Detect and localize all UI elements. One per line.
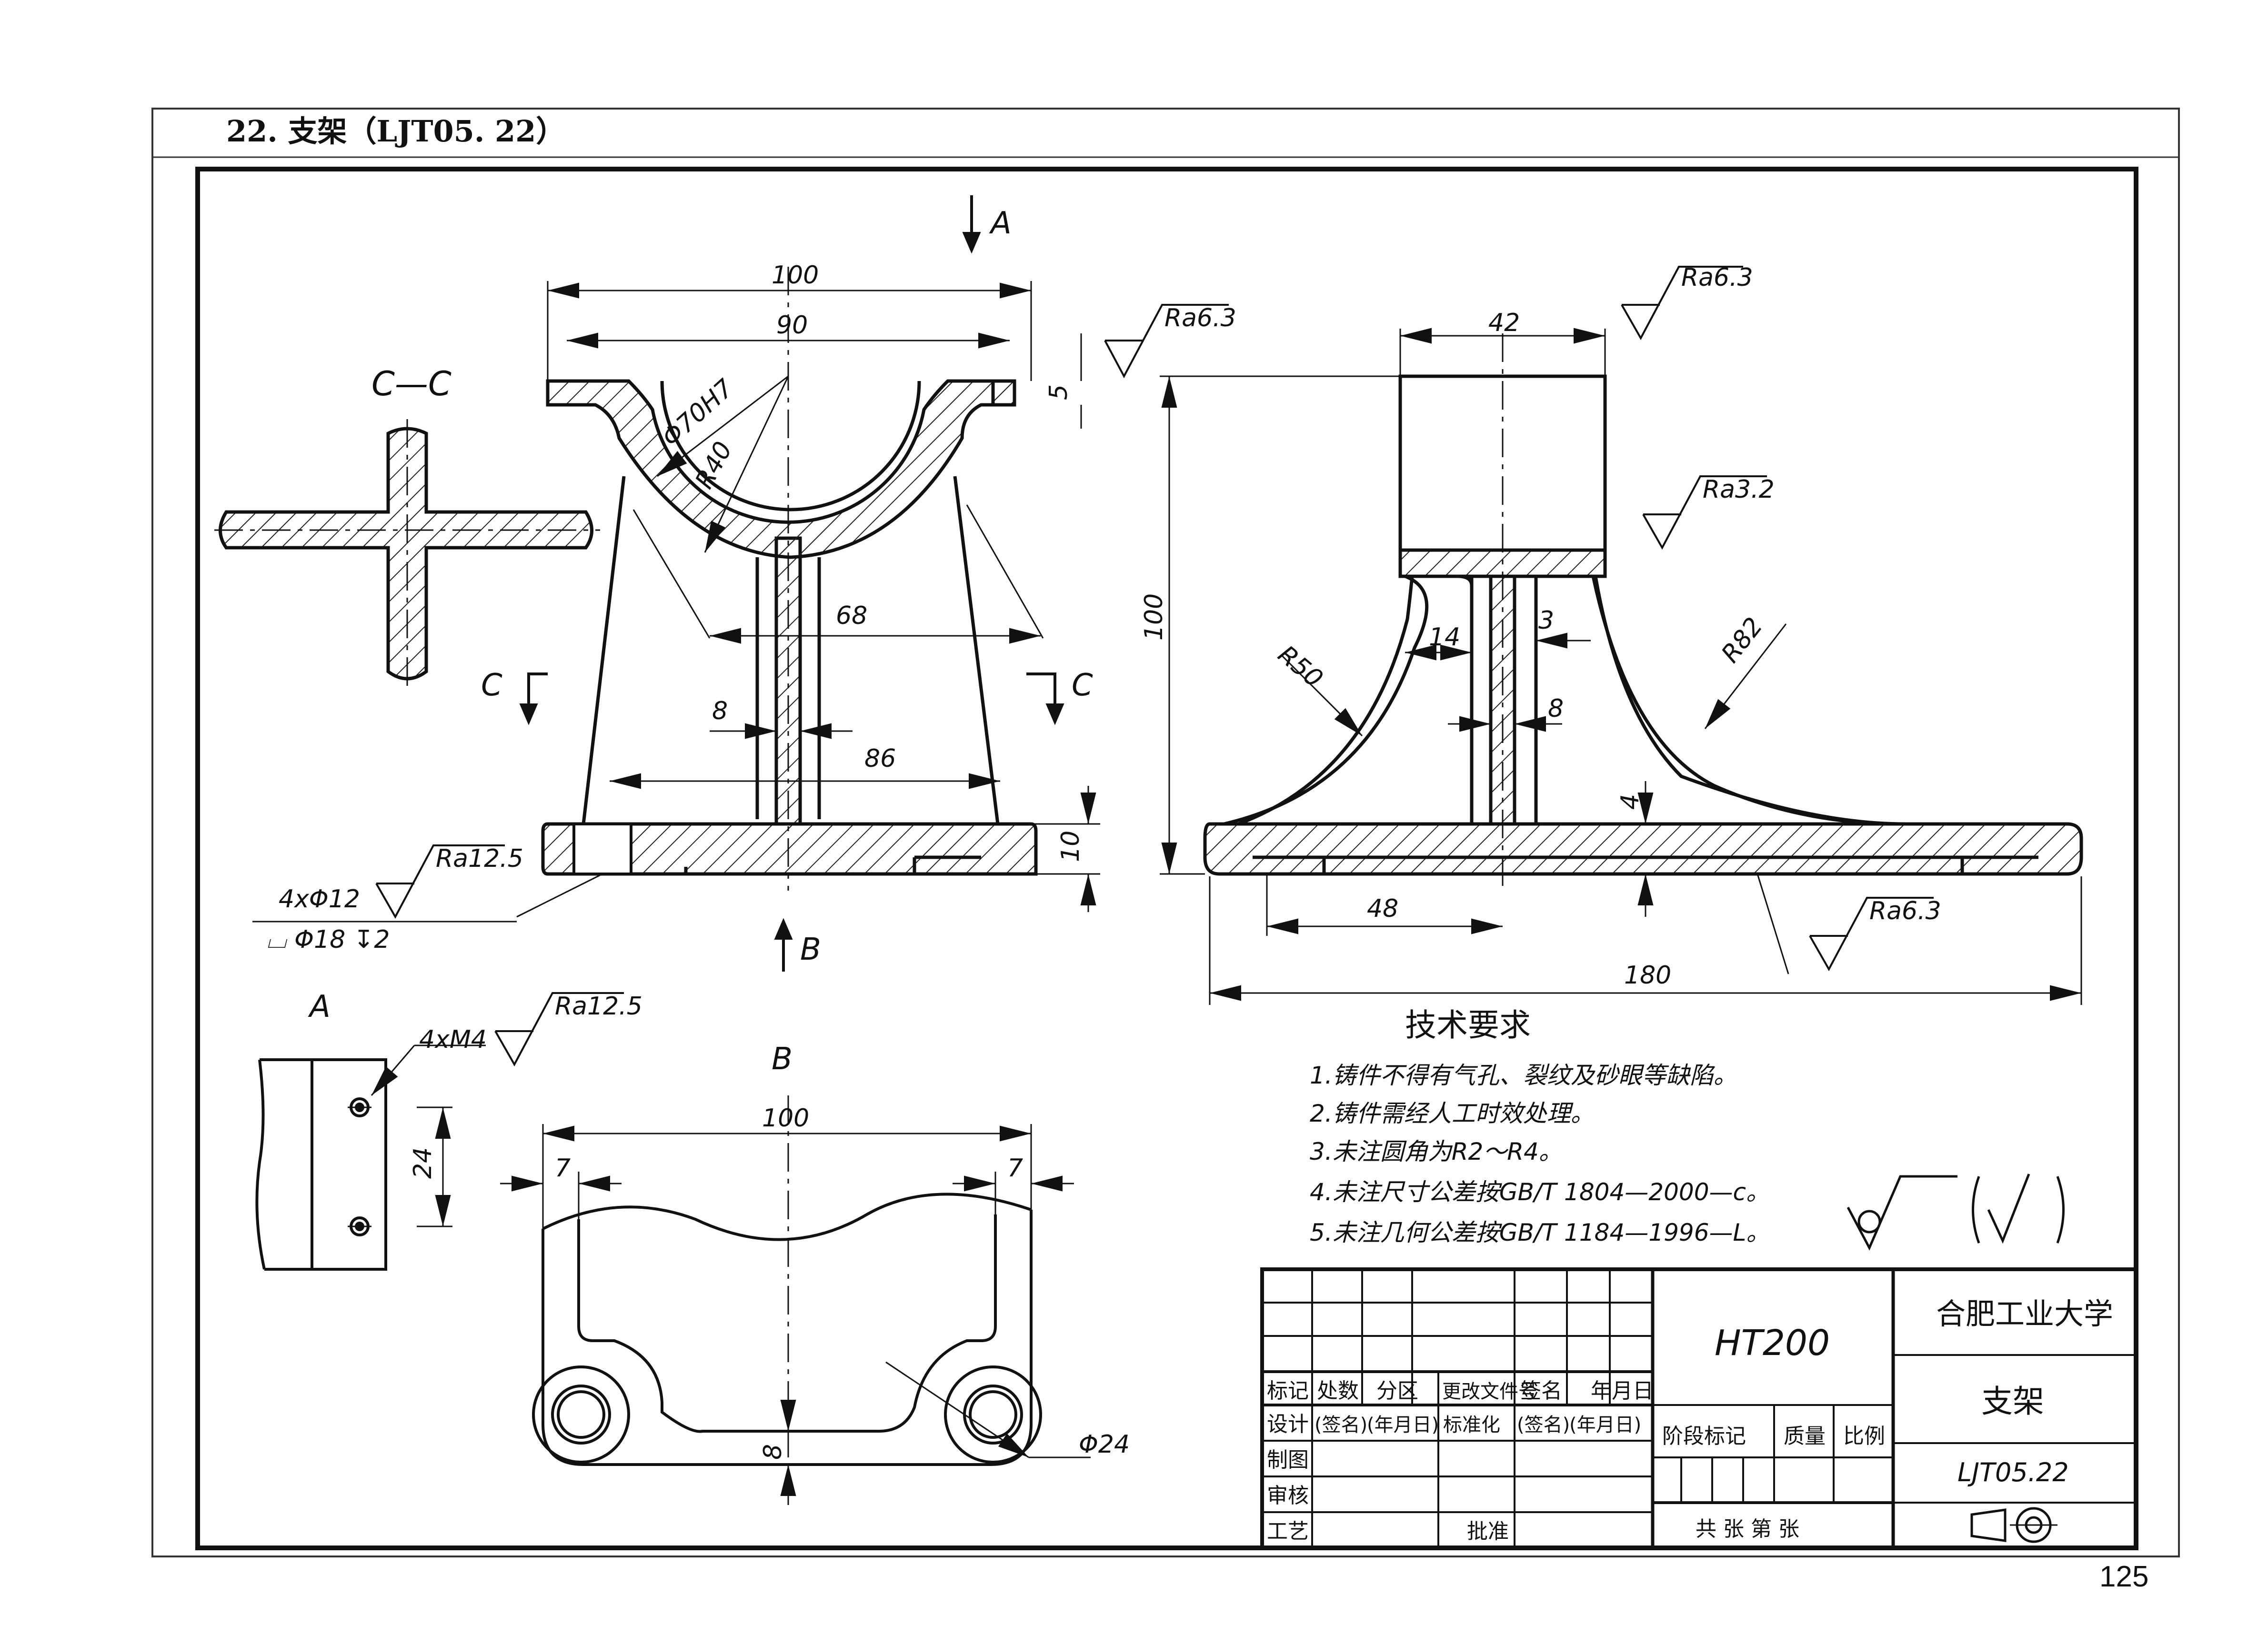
section-markers bbox=[519, 195, 1064, 972]
tb-label-count: 处数 bbox=[1317, 1379, 1359, 1403]
dim-front-90: 90 bbox=[776, 311, 808, 340]
dim-side-48: 48 bbox=[1367, 894, 1398, 923]
ra-holes: Ra12.5 bbox=[436, 844, 523, 873]
dim-side-8: 8 bbox=[1548, 694, 1564, 723]
dim-view-b-left: 7 bbox=[555, 1154, 571, 1183]
ra-side-bottom: Ra6.3 bbox=[1869, 897, 1941, 925]
tech-req-item-2: 2.铸件需经人工时效处理。 bbox=[1310, 1100, 1595, 1127]
dim-view-a-pitch: 24 bbox=[409, 1147, 437, 1179]
tb-label-mark: 标记 bbox=[1267, 1379, 1309, 1403]
front-dims bbox=[252, 281, 1100, 923]
projection-symbol bbox=[1970, 1507, 2057, 1543]
tech-req-item-1: 1.铸件不得有气孔、裂纹及砂眼等缺陷。 bbox=[1310, 1062, 1737, 1089]
tb-sheets: 共 张 第 张 bbox=[1696, 1517, 1799, 1541]
drawing-border bbox=[195, 167, 2138, 1550]
dim-view-b-width: 100 bbox=[762, 1104, 809, 1133]
general-roughness bbox=[1847, 1174, 2065, 1251]
roughness-text: Ra6.3 Ra6.3 Ra3.2 Ra12.5 Ra12.5 Ra6.3 bbox=[436, 263, 1941, 1021]
tb-standard-sign: (签名) bbox=[1517, 1414, 1570, 1436]
dim-flange-thk: 5 bbox=[1044, 384, 1073, 400]
tb-scale: 比例 bbox=[1843, 1424, 1885, 1448]
tb-stage: 阶段标记 bbox=[1662, 1424, 1746, 1448]
tb-school: 合肥工业大学 bbox=[1936, 1296, 2113, 1331]
dim-side-4: 4 bbox=[1616, 794, 1645, 810]
tech-req-item-5: 5.未注几何公差按GB/T 1184—1996—L。 bbox=[1310, 1219, 1770, 1246]
cut-c-left-label: C bbox=[481, 668, 502, 703]
dim-base-thk: 10 bbox=[1056, 831, 1085, 862]
tb-design-sign: (签名) bbox=[1315, 1414, 1367, 1436]
dim-side-r82: R82 bbox=[1716, 612, 1768, 668]
view-a-label: A bbox=[308, 989, 331, 1024]
tb-label-sign: 签名 bbox=[1520, 1379, 1562, 1403]
ra-view-a: Ra12.5 bbox=[555, 992, 642, 1021]
view-a-dims bbox=[371, 1044, 486, 1227]
dim-holes: 4xΦ12 bbox=[279, 885, 360, 913]
tb-process: 工艺 bbox=[1267, 1519, 1309, 1544]
side-view bbox=[1203, 333, 2083, 891]
view-b bbox=[532, 1193, 1042, 1466]
view-a bbox=[255, 1058, 387, 1271]
dim-front-100: 100 bbox=[772, 261, 819, 290]
ra-top-flange: Ra6.3 bbox=[1164, 304, 1236, 332]
tb-label-doc: 更改文件号 bbox=[1442, 1381, 1537, 1403]
dim-side-14: 14 bbox=[1429, 623, 1460, 652]
dim-side-180: 180 bbox=[1624, 961, 1671, 990]
dim-side-100: 100 bbox=[1140, 593, 1168, 641]
tb-standard-date: (年月日) bbox=[1569, 1414, 1641, 1436]
dim-side-r50: R50 bbox=[1273, 640, 1328, 693]
view-b-arrow-label: B bbox=[800, 932, 821, 967]
cut-c-right-label: C bbox=[1072, 668, 1093, 703]
dim-side-3: 3 bbox=[1538, 606, 1554, 635]
title-block bbox=[1260, 1267, 2138, 1550]
tb-design-date: (年月日) bbox=[1367, 1414, 1439, 1436]
dim-base-span: 86 bbox=[864, 744, 896, 773]
tb-drawing-no: LJT05.22 bbox=[1957, 1457, 2069, 1487]
view-b-dims bbox=[500, 1095, 1091, 1510]
tb-mass: 质量 bbox=[1784, 1424, 1826, 1448]
side-dims bbox=[1160, 328, 2082, 1005]
dim-side-42: 42 bbox=[1488, 309, 1520, 337]
tech-req-item-3: 3.未注圆角为R2～R4。 bbox=[1310, 1138, 1563, 1165]
tb-checking: 审核 bbox=[1267, 1484, 1309, 1508]
page-number: 125 bbox=[2099, 1560, 2149, 1593]
dim-view-b-right: 7 bbox=[1007, 1154, 1023, 1183]
tb-material: HT200 bbox=[1715, 1323, 1830, 1364]
roughness-symbols bbox=[375, 266, 1934, 1067]
page-heading: 22. 支架（LJT05. 22） bbox=[226, 114, 566, 149]
tb-design: 设计 bbox=[1267, 1412, 1309, 1436]
dim-web-thk: 8 bbox=[712, 697, 728, 725]
view-a-arrow-label: A bbox=[989, 206, 1012, 241]
section-cc-label: C—C bbox=[371, 364, 452, 403]
page-frame bbox=[151, 108, 2180, 1557]
side-dim-text: 42 100 14 3 8 R50 R82 4 48 180 bbox=[1140, 309, 1768, 990]
title-block-text: HT200 合肥工业大学 支架 LJT05.22 标记 处数 分区 更改文件号 … bbox=[1267, 1296, 2113, 1544]
front-view bbox=[541, 267, 1038, 891]
tech-req-list: 1.铸件不得有气孔、裂纹及砂眼等缺陷。 2.铸件需经人工时效处理。 3.未注圆角… bbox=[1310, 1062, 1770, 1246]
ra-side-top: Ra6.3 bbox=[1681, 263, 1753, 292]
dim-view-b-thk: 8 bbox=[759, 1444, 787, 1460]
tb-drafting: 制图 bbox=[1267, 1448, 1309, 1472]
dim-rib-span: 68 bbox=[836, 602, 867, 630]
tech-req-item-4: 4.未注尺寸公差按GB/T 1804—2000—c。 bbox=[1310, 1178, 1770, 1206]
dim-counterbore: ⌴ Φ18 ↧2 bbox=[267, 925, 390, 954]
tech-req-title: 技术要求 bbox=[1405, 1007, 1531, 1044]
tb-approve: 批准 bbox=[1467, 1519, 1509, 1544]
tb-label-date: 年月日 bbox=[1591, 1379, 1654, 1403]
tb-label-zone: 分区 bbox=[1376, 1379, 1418, 1403]
dim-view-a-threads: 4xM4 bbox=[419, 1025, 487, 1054]
dim-view-b-boss: Φ24 bbox=[1079, 1430, 1130, 1459]
ra-side-face: Ra3.2 bbox=[1703, 475, 1775, 504]
tb-standard: 标准化 bbox=[1443, 1414, 1500, 1436]
tb-part-name: 支架 bbox=[1981, 1383, 2044, 1420]
view-b-label: B bbox=[772, 1042, 793, 1077]
section-cc-cross bbox=[219, 427, 593, 681]
